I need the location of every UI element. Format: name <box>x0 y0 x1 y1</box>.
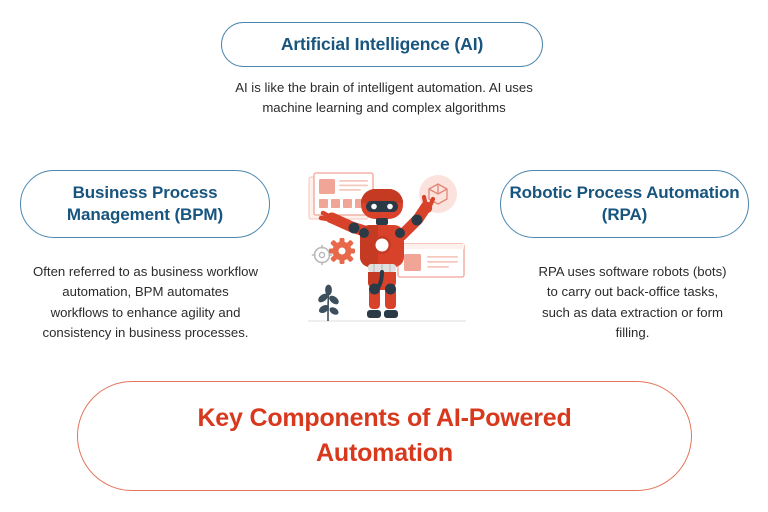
node-ai-card[interactable]: Artificial Intelligence (AI) <box>221 22 543 67</box>
document-card-icon <box>397 243 465 278</box>
node-rpa-card[interactable]: Robotic Process Automation (RPA) <box>500 170 749 238</box>
node-bpm-card[interactable]: Business Process Management (BPM) <box>20 170 270 238</box>
plant-sprig-icon <box>318 284 339 322</box>
gear-icon <box>329 238 355 264</box>
node-ai-title: Artificial Intelligence (AI) <box>280 33 484 54</box>
robot-figure <box>318 189 436 318</box>
key-components-banner[interactable]: Key Components of AI-Powered Automation <box>77 381 692 491</box>
node-bpm-description: Often referred to as business workflow a… <box>32 264 259 341</box>
node-bpm-title: Business Process Management (BPM) <box>66 182 224 224</box>
node-ai-description: AI is like the brain of intelligent auto… <box>235 80 533 116</box>
small-gear-icon <box>311 244 333 266</box>
dashboard-card-icon <box>308 172 374 220</box>
node-rpa-title: Robotic Process Automation (RPA) <box>509 182 740 224</box>
node-rpa-description: RPA uses software robots (bots) to carry… <box>538 264 727 341</box>
banner-heading: Key Components of AI-Powered Automation <box>197 404 572 467</box>
ai-automation-robot-illustration <box>298 163 482 345</box>
